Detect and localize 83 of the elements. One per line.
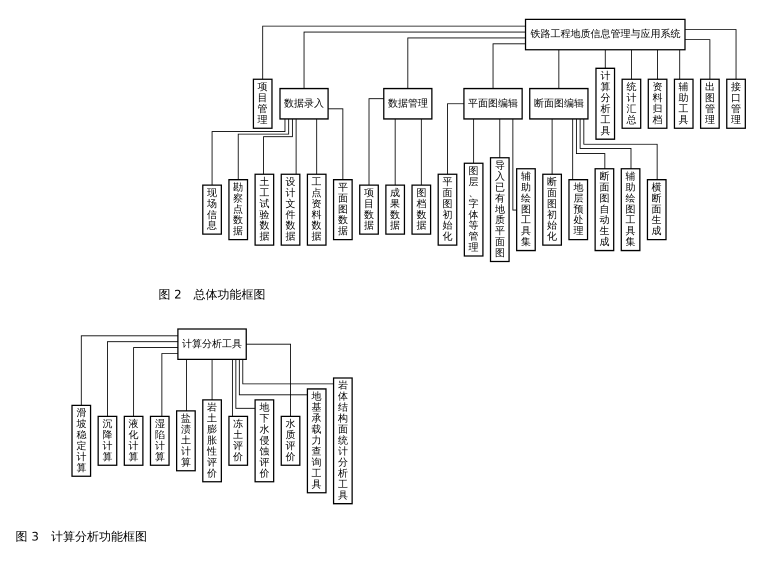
node-box: 数据录入 — [279, 88, 329, 120]
node-box: 岩土膨胀性评价 — [202, 399, 222, 482]
node-box: 岩体结构面统计分析工具 — [332, 377, 353, 504]
node-box: 断面图自动生成 — [594, 168, 614, 252]
connector — [679, 50, 680, 80]
node-box: 滑坡稳定计算 — [71, 404, 92, 477]
node-box: 盐渍土计算 — [176, 410, 196, 472]
node-box: 辅助工具 — [674, 78, 694, 129]
node-box: 计算分析工具 — [177, 328, 247, 360]
connector — [657, 50, 658, 80]
connector — [583, 118, 658, 180]
connector — [407, 38, 526, 89]
connector — [631, 50, 632, 80]
node-box: 勘察点数据 — [228, 179, 248, 240]
node-box: 成果数据 — [385, 184, 406, 235]
connector — [447, 103, 464, 174]
node-box: 项目数据 — [359, 184, 379, 235]
node-box: 湿陷计算 — [150, 416, 170, 466]
node-box: 地基承载力查询工具 — [306, 388, 327, 494]
node-box: 现场信息 — [202, 184, 222, 235]
node-box: 项目管理 — [252, 78, 273, 129]
node-box: 计算分析工具 — [595, 68, 616, 140]
connector — [304, 32, 526, 89]
node-box: 地层预处理 — [568, 179, 588, 240]
node-box: 冻土评价 — [228, 416, 248, 466]
connector — [232, 359, 233, 417]
connector — [576, 118, 606, 169]
connector — [473, 118, 474, 164]
connector — [572, 118, 574, 180]
node-box: 平面图初始化 — [438, 174, 458, 246]
node-box: 平面图数据 — [332, 179, 353, 240]
connector — [492, 43, 526, 89]
connector — [604, 50, 606, 68]
node-box: 导入已有地质平面图 — [490, 157, 510, 262]
connector — [107, 341, 178, 417]
node-box: 图层、字体等管理 — [464, 162, 484, 257]
connector — [238, 358, 308, 396]
connector — [242, 359, 334, 384]
connector — [186, 359, 187, 412]
node-box: 辅助绘图工具集 — [620, 168, 640, 252]
node-box: 断面图编辑 — [529, 88, 589, 120]
node-box: 辅助绘图工具集 — [516, 168, 536, 252]
connector — [262, 26, 526, 80]
connector — [296, 118, 297, 174]
connector — [580, 118, 632, 169]
label: 图 2 总体功能框图 — [158, 287, 266, 302]
node-box: 统计汇总 — [622, 78, 642, 129]
node-box: 平面图编辑 — [463, 88, 523, 120]
connector — [684, 39, 710, 80]
node-box: 资料归档 — [648, 78, 668, 129]
node-box: 铁路工程地质信息管理与应用系统 — [524, 18, 686, 50]
connector — [394, 118, 396, 186]
node-box: 土工试验数据 — [254, 174, 274, 246]
connector — [133, 347, 178, 417]
connector — [212, 118, 286, 186]
node-box: 接口管理 — [726, 78, 746, 129]
node-box: 液化计算 — [124, 416, 144, 466]
node-box: 设计文件数据 — [280, 174, 300, 246]
node-box: 沉降计算 — [98, 416, 118, 466]
connector — [684, 29, 736, 80]
connector — [328, 108, 344, 180]
connector — [499, 118, 500, 158]
connector — [552, 118, 553, 174]
connector — [161, 353, 178, 417]
node-box: 水质评价 — [280, 416, 300, 466]
connector — [512, 118, 517, 210]
connector — [368, 98, 384, 186]
connector — [238, 118, 290, 180]
node-box: 数据管理 — [383, 88, 432, 120]
node-box: 出图管理 — [700, 78, 720, 129]
connector — [263, 118, 293, 174]
connector — [246, 344, 291, 417]
node-box: 断面图初始化 — [542, 174, 562, 246]
connector — [316, 118, 318, 174]
connector — [235, 359, 256, 409]
connector — [80, 335, 178, 406]
label: 图 3 计算分析功能框图 — [16, 530, 147, 544]
node-box: 地下水侵蚀评价 — [254, 399, 274, 482]
connector — [558, 50, 560, 89]
node-box: 横断面生成 — [646, 179, 667, 240]
node-box: 图档数据 — [411, 184, 432, 235]
node-box: 工点资料数据 — [306, 174, 327, 246]
connector — [420, 118, 422, 186]
